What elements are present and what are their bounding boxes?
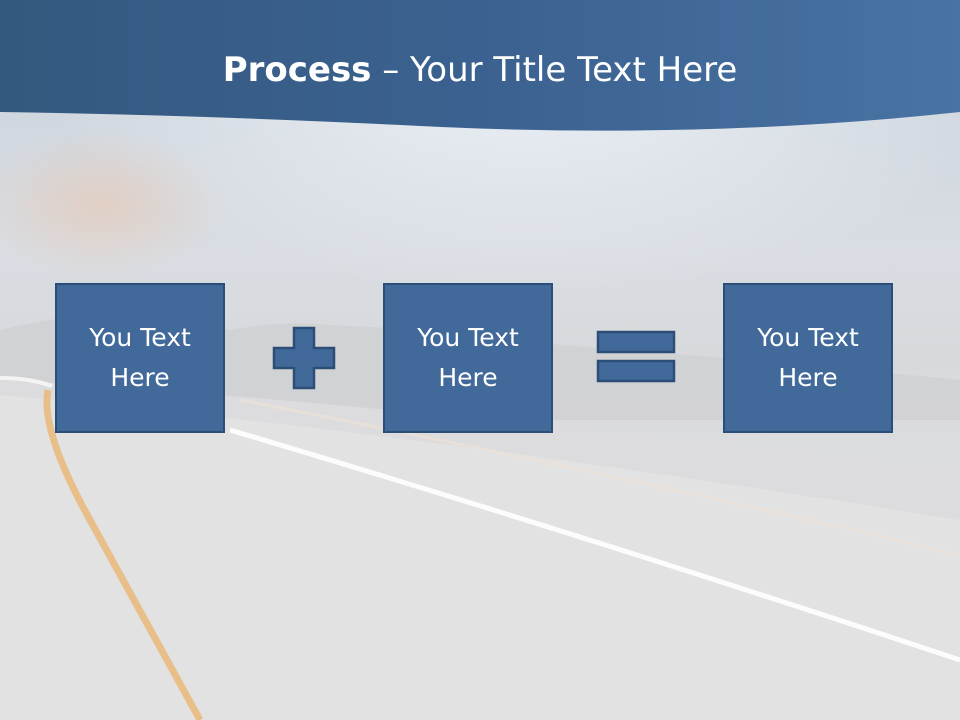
process-box-1: You Text Here bbox=[55, 283, 225, 433]
process-box-2: You Text Here bbox=[383, 283, 553, 433]
process-box-label: You Text Here bbox=[89, 323, 191, 392]
title-bold: Process bbox=[222, 50, 372, 90]
slide-title: Process – Your Title Text Here bbox=[0, 50, 960, 90]
process-box-label: You Text Here bbox=[757, 323, 859, 392]
title-rest: – Your Title Text Here bbox=[371, 50, 738, 90]
process-box-label: You Text Here bbox=[417, 323, 519, 392]
plus-icon bbox=[272, 326, 336, 390]
process-box-3: You Text Here bbox=[723, 283, 893, 433]
equals-icon bbox=[596, 330, 676, 383]
